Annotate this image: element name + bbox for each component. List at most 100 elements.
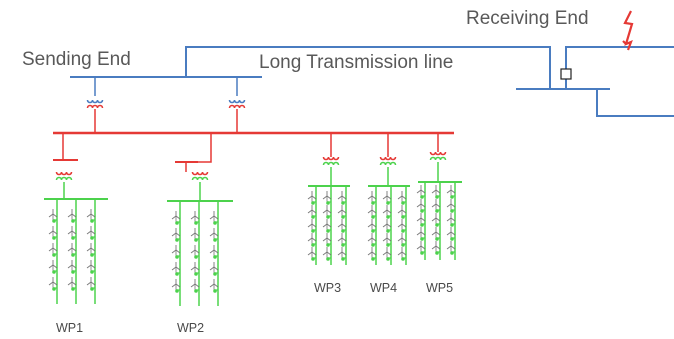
turbine-generator: [90, 287, 94, 291]
turbine-blade: [48, 230, 54, 235]
turbine-blade: [213, 232, 219, 237]
turbine-blade: [48, 247, 54, 252]
turbine-blade: [416, 189, 422, 194]
wind-turbine: [67, 226, 77, 240]
turbine-blade: [52, 230, 58, 235]
wind-turbine: [431, 213, 441, 227]
turbine-blade: [371, 251, 377, 256]
turbine-blade: [209, 249, 215, 254]
wind-turbine: [209, 245, 219, 259]
turbine-blade: [431, 189, 437, 194]
turbine-blade: [446, 189, 452, 194]
wind-turbine: [337, 247, 347, 261]
turbine-blade: [307, 251, 313, 256]
turbine-blade: [397, 251, 403, 256]
wind-turbine: [397, 247, 407, 261]
turbine-generator: [311, 257, 315, 261]
turbine-generator: [435, 223, 439, 227]
wind-turbine: [307, 233, 317, 247]
turbine-generator: [90, 236, 94, 240]
wind-turbine: [86, 209, 96, 223]
turbine-generator: [371, 201, 375, 205]
turbine-blade: [382, 195, 388, 200]
turbine-generator: [371, 229, 375, 233]
turbine-blade: [431, 245, 437, 250]
turbine-blade: [435, 203, 441, 208]
turbine-blade: [90, 230, 96, 235]
transformer-icon: [429, 151, 447, 161]
turbine-blade: [431, 217, 437, 222]
turbine-blade: [194, 215, 200, 220]
wind-turbine: [86, 226, 96, 240]
wind-turbine: [48, 209, 58, 223]
turbine-generator: [341, 243, 345, 247]
wind-turbine: [446, 241, 456, 255]
wind-turbine: [382, 205, 392, 219]
wind-turbine: [382, 191, 392, 205]
transformer-secondary-winding: [379, 161, 397, 166]
lightning-bolt-icon: [622, 10, 634, 51]
turbine-generator: [435, 251, 439, 255]
turbine-generator: [386, 243, 390, 247]
turbine-blade: [326, 223, 332, 228]
turbine-blade: [322, 237, 328, 242]
wind-turbine: [171, 279, 181, 293]
wind-turbine: [446, 227, 456, 241]
wp2-label: WP2: [177, 321, 205, 335]
turbine-generator: [450, 251, 454, 255]
turbine-blade: [190, 283, 196, 288]
turbine-blade: [450, 217, 456, 222]
wind-park-wp4: [367, 185, 410, 265]
turbine-blade: [71, 264, 77, 269]
transformer-primary-winding: [322, 156, 340, 161]
turbine-blade: [420, 231, 426, 236]
wind-turbine: [382, 219, 392, 233]
wind-park-wp5: [416, 181, 462, 260]
turbine-generator: [420, 195, 424, 199]
turbine-blade: [367, 223, 373, 228]
turbine-generator: [175, 289, 179, 293]
turbine-blade: [367, 251, 373, 256]
turbine-blade: [337, 209, 343, 214]
transformer-primary-winding: [429, 151, 447, 156]
wind-turbine: [367, 219, 377, 233]
turbine-generator: [420, 209, 424, 213]
wind-turbine: [367, 247, 377, 261]
turbine-blade: [367, 195, 373, 200]
wind-turbine: [48, 243, 58, 257]
transformer-icon: [322, 156, 340, 166]
turbine-blade: [209, 215, 215, 220]
turbine-blade: [401, 209, 407, 214]
turbine-generator: [435, 209, 439, 213]
turbine-blade: [435, 217, 441, 222]
turbine-blade: [190, 249, 196, 254]
turbine-generator: [71, 287, 75, 291]
transformer-primary-winding: [379, 156, 397, 161]
turbine-blade: [311, 223, 317, 228]
turbine-generator: [52, 253, 56, 257]
turbine-generator: [401, 229, 405, 233]
receiving-end-label: Receiving End: [466, 8, 589, 29]
turbine-blade: [416, 245, 422, 250]
turbine-blade: [397, 237, 403, 242]
wp4-label: WP4: [370, 281, 398, 295]
turbine-blade: [386, 209, 392, 214]
wind-turbine: [190, 245, 200, 259]
turbine-blade: [341, 209, 347, 214]
wind-turbine: [397, 219, 407, 233]
turbine-blade: [194, 249, 200, 254]
wind-park-wp1: [44, 198, 108, 304]
wind-turbine: [67, 277, 77, 291]
wp3-label: WP3: [314, 281, 342, 295]
wind-turbine: [382, 247, 392, 261]
turbine-blade: [420, 189, 426, 194]
wind-turbine: [190, 262, 200, 276]
turbine-blade: [71, 247, 77, 252]
wind-turbine: [446, 213, 456, 227]
turbine-generator: [435, 195, 439, 199]
wind-turbine: [367, 205, 377, 219]
transformer-icon: [86, 99, 104, 109]
turbine-generator: [213, 289, 217, 293]
turbine-blade: [322, 223, 328, 228]
wind-turbine: [67, 260, 77, 274]
